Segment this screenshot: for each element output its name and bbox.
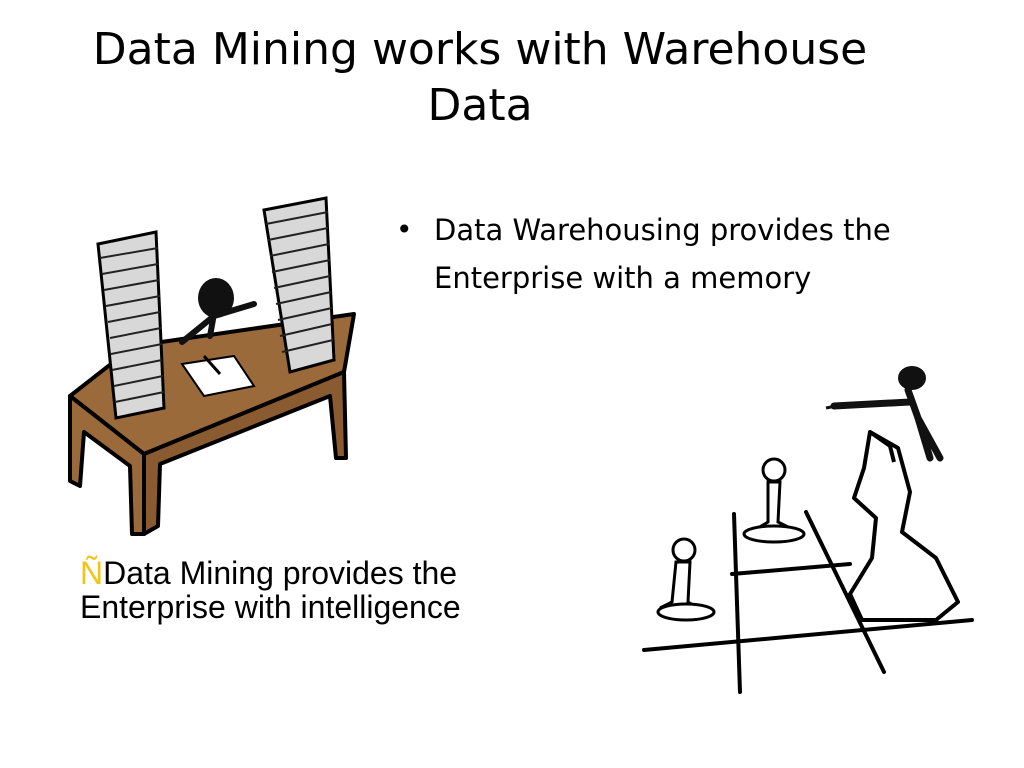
bullet-item: • Data Warehousing provides the Enterpri… xyxy=(392,206,992,302)
bullet-dot-icon: • xyxy=(396,213,413,246)
desk-clipart-image xyxy=(68,196,356,536)
mining-callout: ÑData Mining provides the Enterprise wit… xyxy=(80,556,580,624)
bullet-text: Data Warehousing provides the Enterprise… xyxy=(434,213,891,295)
mining-callout-mark: Ñ xyxy=(80,555,104,591)
chess-clipart-image xyxy=(642,366,974,694)
mining-callout-text: Data Mining provides the Enterprise with… xyxy=(80,555,461,625)
slide-title: Data Mining works with Warehouse Data xyxy=(92,24,868,131)
bullet-list: • Data Warehousing provides the Enterpri… xyxy=(392,206,992,302)
